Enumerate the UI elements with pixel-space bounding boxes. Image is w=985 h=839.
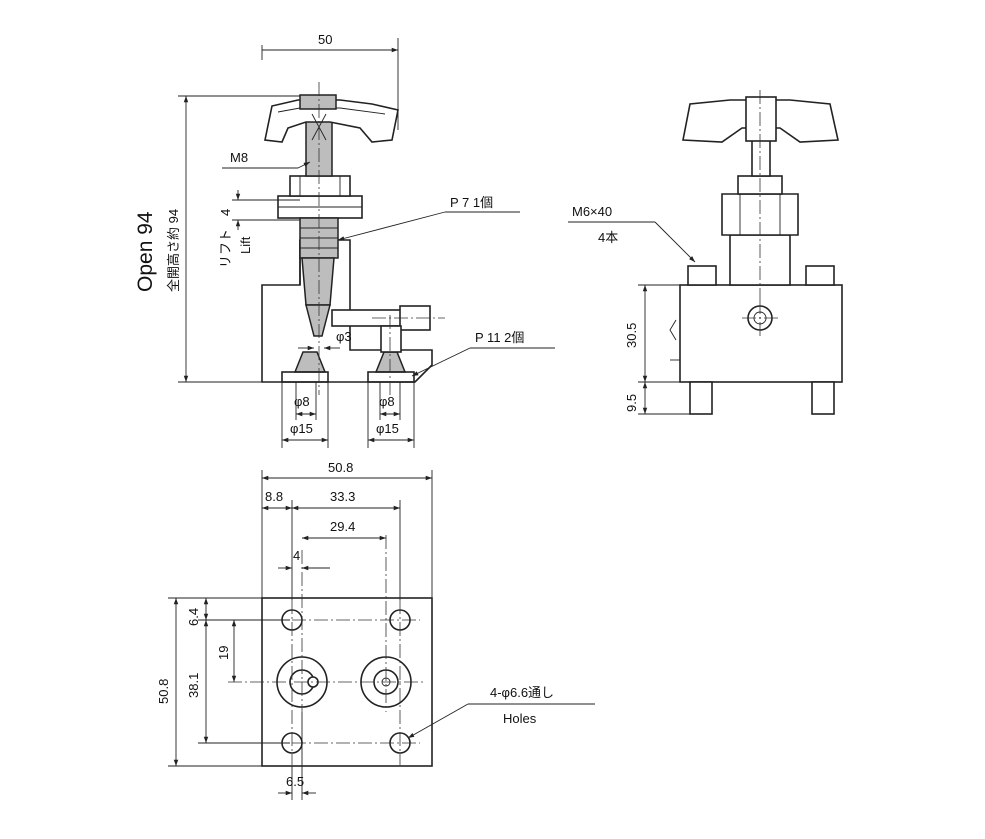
dim-lift-value: 4 — [218, 209, 233, 216]
side-bolt-left-top — [687, 265, 717, 286]
dim-lift-jp: リフト — [218, 229, 233, 268]
dim-hole-pitch-y: 38.1 — [186, 673, 201, 698]
dim-overall-height: 50.8 — [156, 679, 171, 704]
front-view: 50 Open 94 全開高さ約 94 M8 4 リフト Lift P 7 1個… — [134, 32, 555, 448]
label-holes-en: Holes — [503, 711, 537, 726]
label-bolt-spec: M6×40 — [572, 204, 612, 219]
dim-edge-offset-x-bottom: 6.5 — [286, 774, 304, 789]
dim-body-height: 30.5 — [624, 323, 639, 348]
dim-port1-outer: φ15 — [290, 421, 313, 436]
front-port-right — [374, 351, 407, 373]
side-view: M6×40 4本 30.5 9.5 — [568, 90, 843, 415]
dim-hole-pitch-x: 33.3 — [330, 489, 355, 504]
dim-bolt-protrusion: 9.5 — [624, 394, 639, 412]
label-oring-small: P 7 1個 — [450, 195, 493, 210]
label-oring-large: P 11 2個 — [475, 330, 524, 345]
side-body — [679, 284, 843, 383]
dim-port2-inner: φ8 — [379, 394, 395, 409]
dim-offset-edge: 8.8 — [265, 489, 283, 504]
dim-port-offset-x: 4 — [293, 548, 300, 563]
side-bolt-right-top — [805, 265, 835, 286]
dim-port-offset-y: 19 — [216, 646, 231, 660]
dim-port2-outer: φ15 — [376, 421, 399, 436]
dim-top-width: 50 — [318, 32, 332, 47]
dim-overall-width: 50.8 — [328, 460, 353, 475]
dim-seat-dia: φ3 — [336, 329, 352, 344]
label-holes-jp: 4-φ6.6通し — [490, 685, 554, 700]
label-bolt-qty: 4本 — [598, 230, 618, 245]
bottom-view: 50.8 8.8 33.3 29.4 4 50.8 6.4 38.1 19 6.… — [156, 460, 595, 800]
dim-edge-offset-y: 6.4 — [186, 608, 201, 626]
dim-port-pitch-x: 29.4 — [330, 519, 355, 534]
dim-open-height-jp: 全開高さ約 94 — [166, 209, 181, 292]
dim-lift-en: Lift — [238, 236, 253, 254]
dim-port1-inner: φ8 — [294, 394, 310, 409]
dim-open-height: Open 94 — [134, 211, 157, 292]
front-port-left — [293, 351, 327, 373]
dim-stem-thread: M8 — [230, 150, 248, 165]
